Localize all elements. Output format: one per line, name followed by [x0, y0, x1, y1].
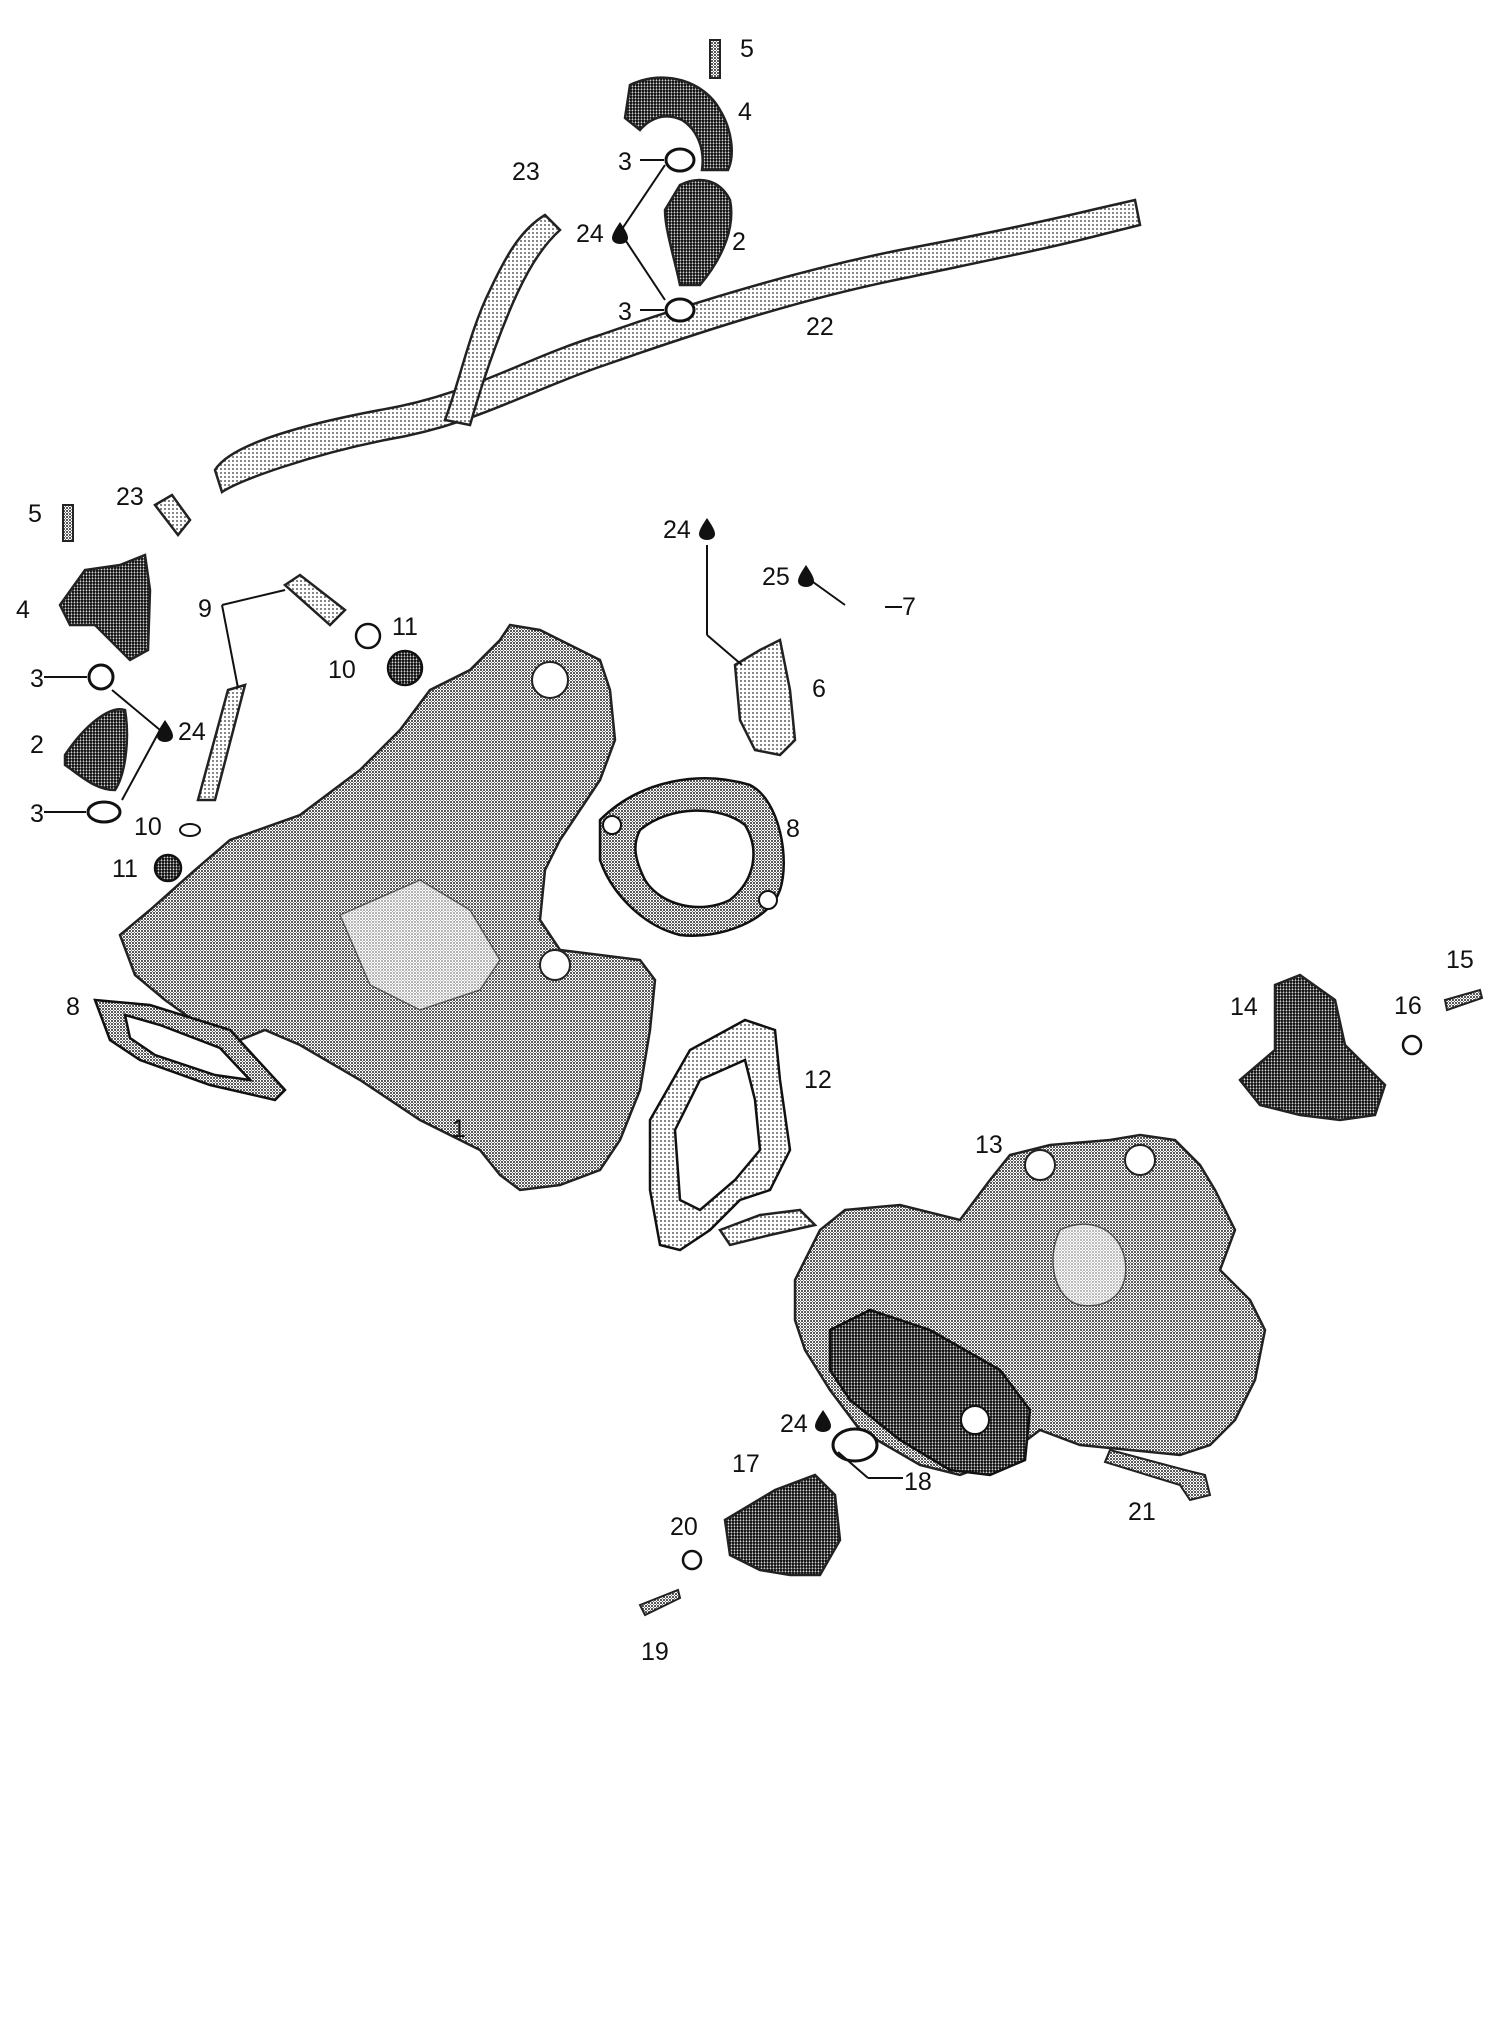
callout-15: 15	[1446, 946, 1474, 974]
callout-11-left: 11	[112, 855, 138, 883]
hose-elbow-4-top	[623, 76, 733, 172]
clamp-3-top-b	[664, 297, 696, 323]
leader-lines	[44, 159, 903, 1479]
sealant-icon-24c	[699, 518, 715, 540]
sealant-icon-24d	[815, 1410, 831, 1432]
washer-10-right	[354, 622, 382, 650]
fitting-23-left	[153, 493, 192, 538]
bracket-6	[733, 638, 797, 757]
callout-10-left: 10	[134, 813, 162, 841]
screw-15	[1443, 988, 1484, 1012]
sealant-icon-24a	[612, 222, 628, 244]
callout-19: 19	[641, 1638, 669, 1666]
screw-19	[638, 1588, 682, 1617]
callout-5-top: 5	[740, 35, 754, 63]
screw-5-top	[709, 39, 721, 79]
callout-24-top: 24	[576, 220, 604, 248]
housing-13	[793, 1133, 1267, 1477]
clamp-3-left-b	[86, 800, 122, 824]
washer-10-left	[179, 823, 201, 837]
thermostat-17	[723, 1473, 842, 1577]
callout-2-top: 2	[732, 228, 746, 256]
callout-14: 14	[1230, 993, 1258, 1021]
nut-11-right	[386, 649, 424, 687]
callout-labels: 5 4 3 23 24 2 3 22 5 23 4 9 11 10 3 2 24…	[16, 35, 1474, 1666]
callout-24-left: 24	[178, 718, 206, 746]
callout-4-top: 4	[738, 98, 752, 126]
callout-3-left-a: 3	[30, 665, 44, 693]
sealant-icon-24b	[157, 720, 173, 742]
hose-13-top	[718, 1208, 818, 1247]
callout-18: 18	[904, 1468, 932, 1496]
callout-21: 21	[1128, 1498, 1156, 1526]
callout-12: 12	[804, 1066, 832, 1094]
callout-1: 1	[452, 1115, 466, 1143]
hose-elbow-2-left	[63, 707, 129, 792]
callout-6: 6	[812, 675, 826, 703]
callout-11-right: 11	[392, 613, 418, 641]
exhaust-manifold-1	[118, 623, 657, 1192]
hose-elbow-2-top	[663, 178, 733, 287]
callout-8-right: 8	[786, 815, 800, 843]
callout-7: 7	[902, 593, 916, 621]
callout-13: 13	[975, 1131, 1003, 1159]
callout-3-top-b: 3	[618, 298, 632, 326]
callout-5-left: 5	[28, 500, 42, 528]
gasket-12	[648, 1018, 792, 1252]
gasket-8-left	[93, 998, 287, 1102]
callout-8-left: 8	[66, 993, 80, 1021]
callout-25: 25	[762, 563, 790, 591]
callout-9: 9	[198, 595, 212, 623]
callout-17: 17	[732, 1450, 760, 1478]
callout-20: 20	[670, 1513, 698, 1541]
callout-16: 16	[1394, 992, 1422, 1020]
callout-10-right: 10	[328, 656, 356, 684]
screw-5-left	[62, 504, 74, 542]
hose-branch-23	[443, 213, 562, 427]
o-ring-18	[831, 1427, 879, 1463]
gasket-8-right	[598, 777, 785, 937]
cover-14	[1238, 973, 1387, 1122]
nut-11-left	[153, 853, 183, 883]
callout-2-left: 2	[30, 731, 44, 759]
callout-23-left: 23	[116, 483, 144, 511]
callout-4-left: 4	[16, 596, 30, 624]
callout-3-top-a: 3	[618, 148, 632, 176]
callout-24-bottom: 24	[780, 1410, 808, 1438]
clamp-3-left-a	[87, 663, 115, 691]
callout-23-top: 23	[512, 158, 540, 186]
clamp-3-top-a	[664, 147, 696, 173]
callout-24-mid: 24	[663, 516, 691, 544]
bolt-21	[1103, 1448, 1212, 1502]
callout-3-left-b: 3	[30, 800, 44, 828]
pipe-9	[196, 573, 347, 802]
hose-elbow-4-left	[58, 553, 152, 662]
washer-20	[681, 1549, 703, 1571]
washer-16	[1401, 1034, 1423, 1056]
sealant-icon-25	[798, 565, 814, 587]
callout-22: 22	[806, 313, 834, 341]
